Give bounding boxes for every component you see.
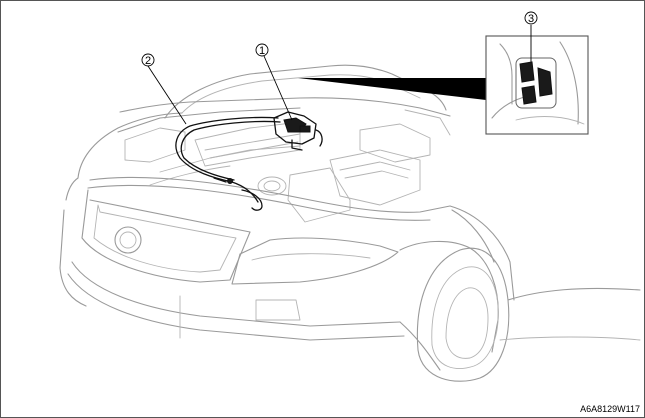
leader-line-1 (263, 55, 293, 121)
actuator-component (273, 111, 323, 151)
inset-pointer (298, 78, 486, 100)
callout-2-label: 2 (145, 55, 151, 67)
callout-1-label: 1 (259, 45, 265, 57)
callout-3: 3 (524, 11, 538, 25)
callout-2: 2 (141, 53, 155, 67)
callout-3-label: 3 (528, 13, 534, 25)
leader-line-2 (147, 65, 187, 125)
figure-code: A6A8129W117 (580, 404, 640, 414)
inset-box (485, 35, 589, 135)
switch-detail-inset (298, 35, 589, 135)
cable-component (175, 116, 281, 211)
callout-1: 1 (255, 43, 269, 57)
